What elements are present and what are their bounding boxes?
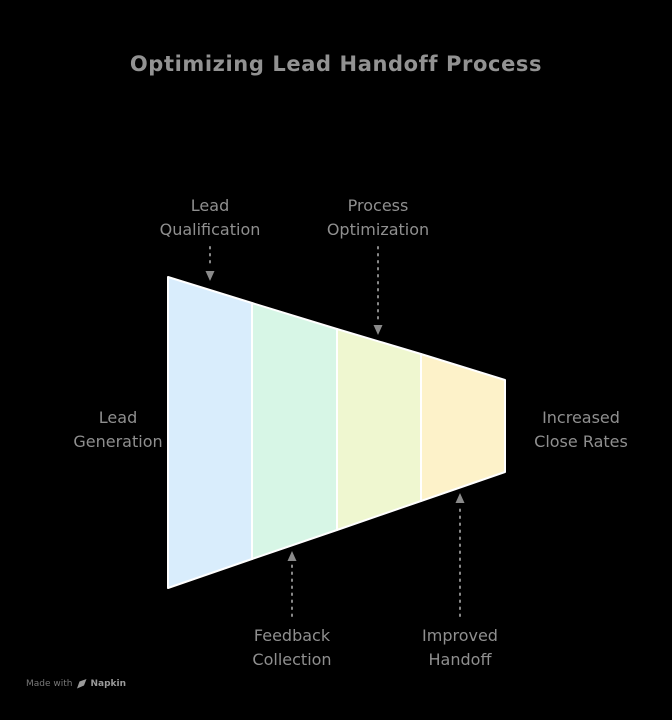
diagram-title: Optimizing Lead Handoff Process	[129, 52, 543, 76]
arrow-process-optimization	[373, 246, 383, 335]
label-lead-generation: Lead Generation	[73, 408, 163, 451]
funnel-segment-process-optimization	[336, 328, 422, 531]
napkin-pen-icon	[76, 679, 86, 689]
napkin-brand-text: Napkin	[90, 679, 127, 689]
callout-improved-handoff: Improved Handoff	[422, 626, 498, 669]
made-with-napkin-watermark: Made with Napkin	[26, 679, 126, 689]
label-increased-close-rates: Increased Close Rates	[534, 408, 628, 451]
funnel-segment-improved-handoff	[420, 353, 506, 502]
funnel-segment-feedback-collection	[251, 302, 338, 560]
arrow-lead-qualification	[205, 246, 215, 281]
made-with-text: Made with	[26, 679, 73, 689]
arrow-feedback-collection	[287, 551, 297, 617]
callout-lead-qualification: Lead Qualification	[159, 196, 261, 239]
callout-feedback-collection: Feedback Collection	[252, 626, 332, 669]
arrow-improved-handoff	[455, 493, 465, 617]
callout-process-optimization: Process Optimization	[326, 196, 430, 239]
